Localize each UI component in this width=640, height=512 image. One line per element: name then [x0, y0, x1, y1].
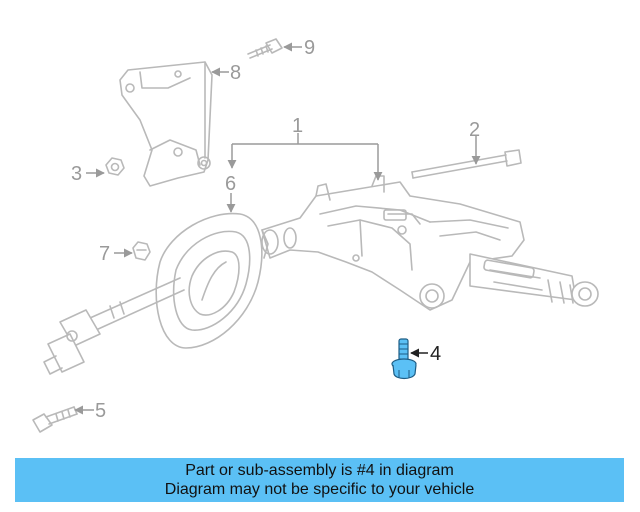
callout-6: 6: [225, 173, 236, 195]
intermediate-shaft: [43, 277, 185, 375]
bolt-part-2: [411, 149, 522, 179]
callout-3: 3: [71, 163, 82, 185]
banner-line-disclaimer: Diagram may not be specific to your vehi…: [164, 481, 475, 498]
part-info-banner: Part or sub-assembly is #4 in diagram Di…: [15, 458, 624, 502]
callout-7: 7: [99, 243, 110, 265]
callout-5: 5: [95, 400, 106, 422]
boot-part-6: [155, 212, 263, 349]
bolt-part-4-highlighted: [391, 338, 417, 380]
callout-2: 2: [469, 119, 480, 141]
callout-1: 1: [292, 115, 303, 137]
callout-1-bracket: [227, 133, 383, 181]
bracket-part-8: [119, 61, 213, 187]
clip-part-7: [132, 241, 151, 261]
steering-column-assembly: [261, 175, 599, 311]
bolt-part-5: [32, 406, 78, 433]
banner-line-part-number: Part or sub-assembly is #4 in diagram: [185, 462, 454, 479]
bolt-part-9: [247, 38, 283, 59]
callout-8: 8: [230, 62, 241, 84]
nut-part-3: [105, 157, 125, 176]
callout-9: 9: [304, 37, 315, 59]
callout-4: 4: [430, 343, 441, 365]
